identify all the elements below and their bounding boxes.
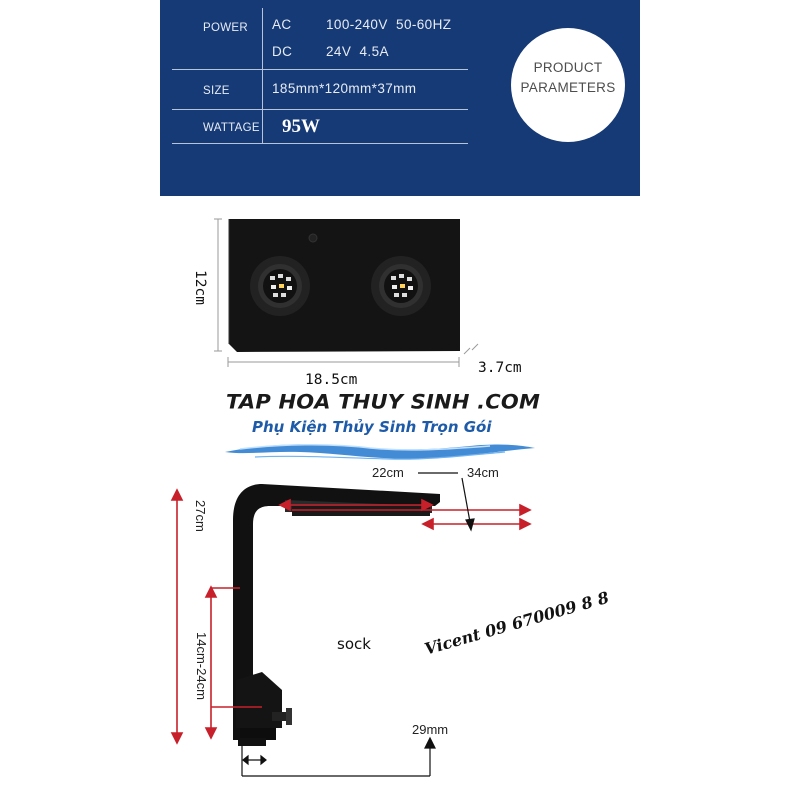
size-label: SIZE xyxy=(203,85,230,97)
dc-label: DC xyxy=(272,44,293,59)
height-dimension: 12cm xyxy=(192,270,208,305)
water-wave-lower xyxy=(254,451,506,460)
ac-value: 100-240V 50-60HZ xyxy=(326,17,452,32)
spec-divider xyxy=(172,69,468,70)
lamp-button-icon xyxy=(308,233,318,243)
led-module-icon xyxy=(371,256,431,316)
width-dimension: 18.5cm xyxy=(305,372,358,388)
led-module-icon xyxy=(250,256,310,316)
wattage-label: WATTAGE xyxy=(203,122,260,134)
dimension-lines xyxy=(214,218,479,367)
bracket-drawing xyxy=(233,484,440,746)
water-wave-highlight xyxy=(239,443,491,451)
lamp-body xyxy=(229,219,460,352)
brand-title: TAP HOA THUY SINH .COM xyxy=(226,390,541,414)
spec-divider xyxy=(172,109,468,110)
brand-subtitle: Phụ Kiện Thủy Sinh Trọn Gói xyxy=(252,418,492,436)
sock-label: sock xyxy=(337,635,371,653)
height-range-dimension: 14cm-24cm xyxy=(194,632,209,700)
leader-lines xyxy=(241,472,475,777)
total-height-dimension: 27cm xyxy=(193,500,208,532)
spec-divider xyxy=(262,8,263,144)
extend-max-dimension: 34cm xyxy=(467,465,499,480)
extend-min-dimension: 22cm xyxy=(372,465,404,480)
red-dimension-arrows xyxy=(170,488,532,745)
parameters-badge xyxy=(511,28,625,142)
wattage-value: 95W xyxy=(282,116,320,137)
dc-value: 24V 4.5A xyxy=(326,44,389,59)
size-value: 185mm*120mm*37mm xyxy=(272,81,417,96)
clamp-dimension: 29mm xyxy=(412,722,449,737)
depth-dimension: 3.7cm xyxy=(478,360,522,376)
badge-line-2: PARAMETERS xyxy=(520,80,616,95)
badge-line-1: PRODUCT xyxy=(533,60,603,75)
ac-label: AC xyxy=(272,17,292,32)
spec-divider xyxy=(172,143,468,144)
power-label: POWER xyxy=(203,22,248,34)
